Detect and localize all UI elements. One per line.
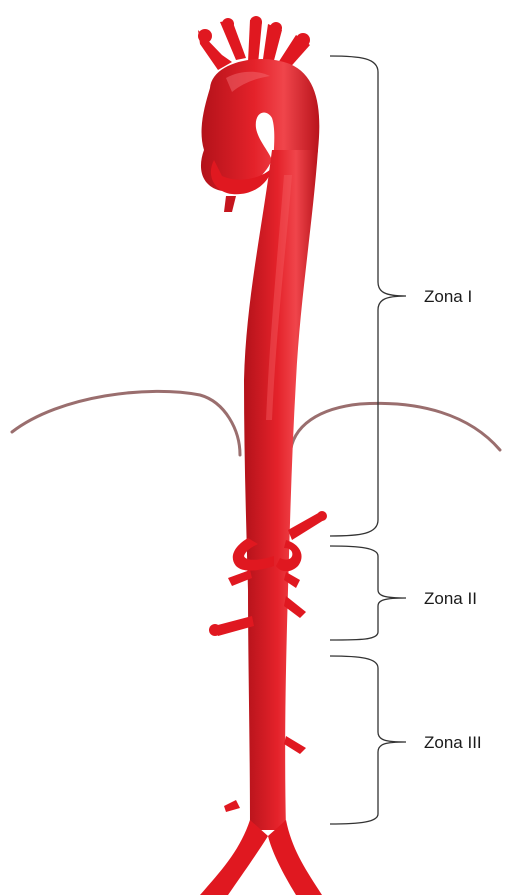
descending-aorta bbox=[244, 150, 318, 830]
label-zona-1: Zona I bbox=[424, 287, 472, 307]
bracket-zona-1 bbox=[330, 56, 406, 536]
zone-brackets bbox=[330, 56, 406, 824]
bracket-zona-3 bbox=[330, 656, 406, 824]
bracket-zona-2 bbox=[330, 546, 406, 640]
label-zona-2: Zona II bbox=[424, 589, 477, 609]
label-zona-3: Zona III bbox=[424, 733, 482, 753]
